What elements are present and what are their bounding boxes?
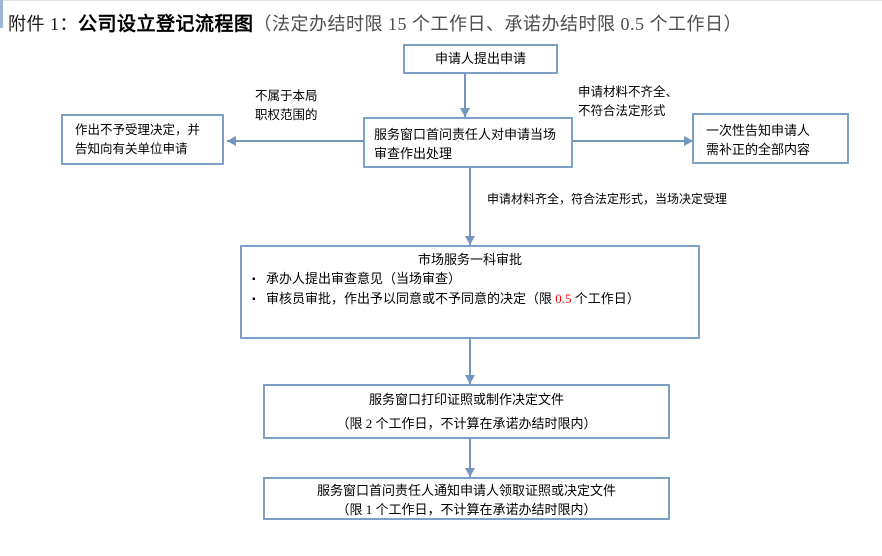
node-print-licence: 服务窗口打印证照或制作决定文件 （限 2 个工作日，不计算在承诺办结时限内）	[263, 384, 670, 439]
label-out-of-scope-line2: 职权范围的	[255, 108, 318, 122]
node-print-line1: 服务窗口打印证照或制作决定文件	[368, 392, 564, 407]
label-incomplete-materials: 申请材料不齐全、 不符合法定形式	[578, 83, 678, 121]
label-incomplete-line2: 不符合法定形式	[578, 104, 666, 118]
node-window-review-line1: 服务窗口首问责任人对申请当场	[374, 127, 557, 142]
node-approval-bullet2-limit: 0.5	[555, 291, 572, 306]
title-parenthetical: （法定办结时限 15 个工作日、承诺办结时限 0.5 个工作日）	[253, 14, 743, 34]
node-approval-bullet2-post: 个工作日）	[571, 291, 640, 306]
bullet-icon: ▪	[252, 294, 256, 305]
node-approval-bullet1-text: 承办人提出审查意见（当场审查）	[266, 271, 462, 286]
node-approval-bullet2-pre: 审核员审批，作出予以同意或不予同意的决定（限	[266, 291, 556, 306]
window-top-edge	[0, 0, 882, 1]
node-apply-label: 申请人提出申请	[434, 51, 526, 66]
label-out-of-scope-line1: 不属于本局	[255, 89, 318, 103]
node-notify-correction-line1: 一次性告知申请人	[706, 123, 811, 138]
arrow-review-to-notify	[573, 136, 693, 146]
node-section-approval: 市场服务一科审批 ▪ 承办人提出审查意见（当场审查） ▪ 审核员审批，作出予以同意或…	[240, 245, 700, 339]
arrow-approval-to-print	[465, 339, 475, 384]
arrow-print-to-pickup	[465, 439, 475, 477]
arrow-apply-to-review	[460, 74, 470, 117]
node-print-line2: （限 2 个工作日，不计算在承诺办结时限内）	[336, 416, 597, 431]
node-reject-line1: 作出不予受理决定，并	[75, 123, 201, 137]
label-accepted: 申请材料齐全，符合法定形式，当场决定受理	[487, 190, 727, 209]
node-pickup-notice: 服务窗口首问责任人通知申请人领取证照或决定文件 （限 1 个工作日，不计算在承诺…	[263, 477, 670, 520]
bullet-icon: ▪	[252, 274, 256, 285]
node-approval-bullet2: ▪ 审核员审批，作出予以同意或不予同意的决定（限 0.5 个工作日）	[242, 289, 698, 309]
arrow-review-to-reject	[227, 136, 364, 146]
attachment-label: 附件 1：	[8, 14, 78, 34]
label-incomplete-line1: 申请材料不齐全、	[578, 85, 679, 99]
node-reject-line2: 告知向有关单位申请	[75, 142, 188, 156]
node-notify-correction-line2: 需补正的全部内容	[706, 142, 811, 157]
node-reject-decision: 作出不予受理决定，并 告知向有关单位申请	[61, 114, 224, 165]
node-notify-correction: 一次性告知申请人 需补正的全部内容	[692, 113, 849, 164]
title-main: 公司设立登记流程图	[78, 14, 254, 35]
label-out-of-scope: 不属于本局 职权范围的	[255, 87, 318, 125]
page-title: 附件 1：公司设立登记流程图（法定办结时限 15 个工作日、承诺办结时限 0.5…	[8, 9, 742, 36]
node-window-review-line2: 审查作出处理	[374, 146, 453, 161]
node-pickup-line1: 服务窗口首问责任人通知申请人领取证照或决定文件	[316, 483, 616, 498]
window-left-edge	[0, 0, 3, 28]
node-apply: 申请人提出申请	[403, 44, 558, 74]
node-approval-bullet1: ▪ 承办人提出审查意见（当场审查）	[242, 269, 698, 289]
node-window-review: 服务窗口首问责任人对申请当场 审查作出处理	[363, 117, 573, 168]
node-pickup-line2: （限 1 个工作日，不计算在承诺办结时限内）	[336, 502, 597, 517]
node-approval-heading: 市场服务一科审批	[417, 252, 522, 267]
arrow-review-to-approval	[465, 168, 475, 245]
label-accepted-text: 申请材料齐全，符合法定形式，当场决定受理	[487, 192, 728, 206]
